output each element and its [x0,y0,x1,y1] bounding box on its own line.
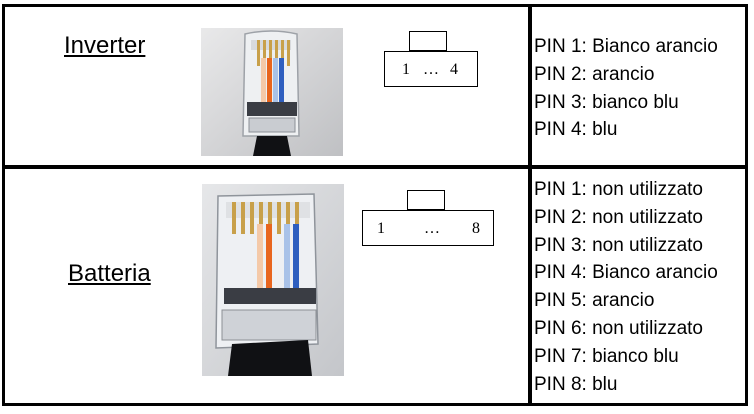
batteria-label: Batteria [68,260,151,287]
batteria-connector-latch [407,190,445,210]
inverter-pin-4: PIN 4: blu [534,119,618,141]
batteria-pin-8: PIN 8: blu [534,373,618,395]
batteria-pin-2: PIN 2: non utilizzato [534,206,703,228]
batteria-pin-3: PIN 3: non utilizzato [534,234,703,256]
batteria-pin-7: PIN 7: bianco blu [534,345,679,367]
inverter-rj45-image [201,28,343,156]
batteria-connector-diagram: 1 … 8 [362,210,494,246]
batteria-rj45-photo [202,184,344,376]
inverter-pin-3: PIN 3: bianco blu [534,91,679,113]
batteria-connector-first-pin: 1 [377,220,385,237]
row-divider [2,165,748,169]
inverter-label: Inverter [64,32,146,59]
inverter-connector-last-pin: 4 [450,61,458,78]
inverter-pin-1: PIN 1: Bianco arancio [534,36,718,57]
batteria-pin-6: PIN 6: non utilizzato [534,317,703,339]
batteria-rj45-image [202,184,344,376]
inverter-connector-diagram: 1 … 4 [384,51,478,87]
inverter-connector-ellipsis: … [423,61,439,78]
batteria-connector-ellipsis: … [424,220,440,237]
batteria-connector-last-pin: 8 [472,220,480,237]
table-border [2,4,748,406]
batteria-pin-list: PIN 1: non utilizzato PIN 2: non utilizz… [534,176,718,398]
inverter-connector-first-pin: 1 [402,61,410,78]
inverter-connector-latch [409,31,447,51]
column-divider [528,4,532,406]
batteria-pin-4: PIN 4: Bianco arancio [534,262,718,284]
inverter-pin-2: PIN 2: arancio [534,63,655,85]
pinout-table: Inverter [2,4,748,406]
inverter-rj45-photo [201,28,343,156]
batteria-pin-1: PIN 1: non utilizzato [534,179,703,200]
inverter-pin-list: PIN 1: Bianco arancio PIN 2: arancio PIN… [534,33,718,144]
batteria-pin-5: PIN 5: arancio [534,290,655,312]
